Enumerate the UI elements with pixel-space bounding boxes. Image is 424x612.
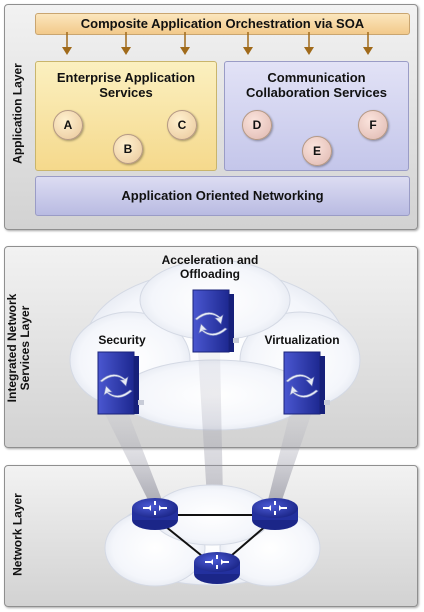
- appliance-icon: [97, 351, 144, 415]
- enterprise-services-title-2: Services: [99, 85, 153, 100]
- arrow-down-icon: [304, 32, 314, 55]
- aon-bar: Application Oriented Networking: [35, 176, 410, 216]
- arrow-down-icon: [363, 32, 373, 55]
- virtualization-label: Virtualization: [264, 333, 340, 347]
- communication-services-title-2: Collaboration Services: [246, 85, 387, 100]
- service-circle-f: F: [358, 110, 388, 140]
- soa-bar: Composite Application Orchestration via …: [35, 13, 410, 35]
- arrow-down-icon: [243, 32, 253, 55]
- acceleration-label-1: Acceleration and: [161, 253, 259, 267]
- router-icon: [252, 498, 298, 530]
- appliance-icon: [192, 289, 239, 353]
- service-circle-b: B: [113, 134, 143, 164]
- communication-services-title-1: Communication: [267, 70, 366, 85]
- communication-services-box: Communication Collaboration Services D E…: [224, 61, 409, 171]
- soa-arrows: [62, 32, 373, 55]
- acceleration-label-2: Offloading: [180, 267, 240, 281]
- enterprise-services-title-1: Enterprise Application: [56, 70, 196, 85]
- router-icon: [132, 498, 178, 530]
- arrow-down-icon: [121, 32, 131, 55]
- application-layer: Application Layer Composite Application …: [4, 4, 418, 230]
- security-label: Security: [98, 333, 146, 347]
- service-circle-d: D: [242, 110, 272, 140]
- arrow-down-icon: [180, 32, 190, 55]
- service-circle-c: C: [167, 110, 197, 140]
- enterprise-services-box: Enterprise Application Services A B C: [35, 61, 217, 171]
- acceleration-label: Acceleration and Offloading: [140, 253, 280, 281]
- appliance-icon: [283, 351, 330, 415]
- arrow-down-icon: [62, 32, 72, 55]
- service-circle-a: A: [53, 110, 83, 140]
- router-icon: [194, 552, 240, 584]
- service-circle-e: E: [302, 136, 332, 166]
